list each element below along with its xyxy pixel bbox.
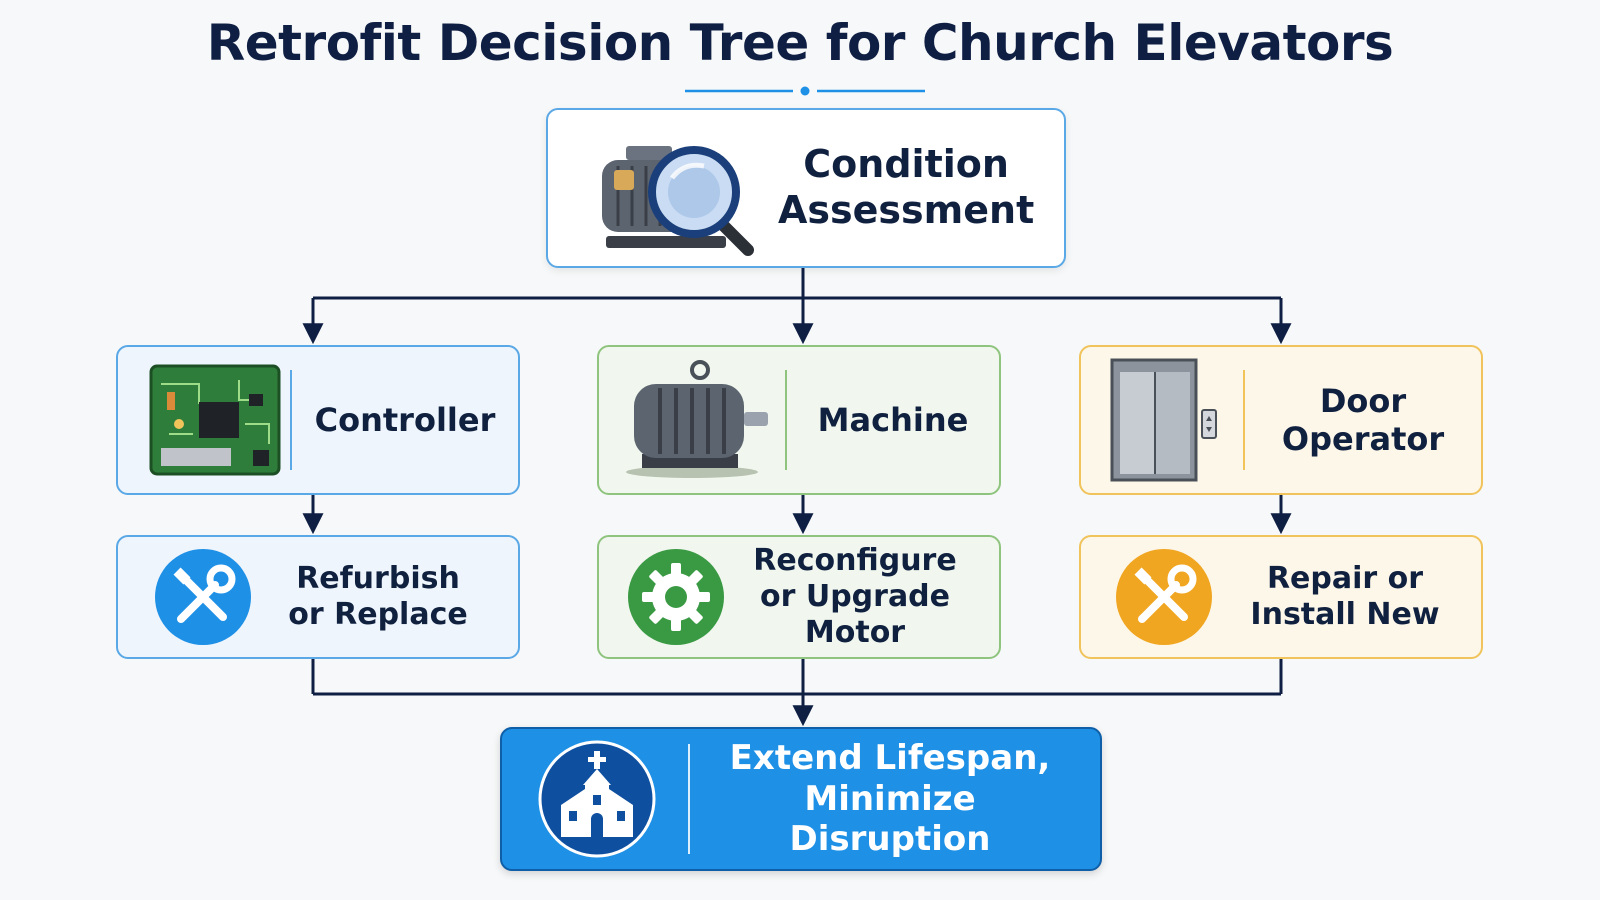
circuit-board-icon [140, 360, 290, 480]
root-label: Condition Assessment [778, 142, 1035, 232]
door-operator-label: Door Operator [1281, 381, 1445, 458]
diagram-title: Retrofit Decision Tree for Church Elevat… [206, 14, 1394, 72]
controller-divider [290, 370, 292, 470]
title-underline [685, 86, 925, 96]
machine-node: Machine [597, 345, 1001, 495]
reconfigure-node: Reconfigure or Upgrade Motor [597, 535, 1001, 659]
door-operator-divider [1243, 370, 1245, 470]
electric-motor-icon [615, 355, 785, 485]
machine-divider [785, 370, 787, 470]
controller-node: Controller [116, 345, 520, 495]
wrench-screwdriver-icon [148, 542, 258, 652]
reconfigure-label: Reconfigure or Upgrade Motor [753, 543, 957, 650]
door-operator-node: Door Operator [1079, 345, 1483, 495]
refurbish-node: Refurbish or Replace [116, 535, 520, 659]
gear-icon [621, 542, 731, 652]
goal-node: Extend Lifespan, Minimize Disruption [500, 727, 1102, 871]
refurbish-label: Refurbish or Replace [288, 561, 468, 632]
repair-node: Repair or Install New [1079, 535, 1483, 659]
church-icon [532, 734, 662, 864]
repair-label: Repair or Install New [1250, 561, 1440, 632]
goal-divider [688, 744, 690, 854]
condition-assessment-node: Condition Assessment [546, 108, 1066, 268]
machine-label: Machine [817, 400, 969, 439]
magnifier-motor-icon [578, 113, 778, 263]
wrench-screwdriver-icon [1109, 542, 1219, 652]
elevator-door-icon [1105, 358, 1225, 482]
goal-label: Extend Lifespan, Minimize Disruption [729, 737, 1051, 860]
controller-label: Controller [314, 400, 496, 439]
